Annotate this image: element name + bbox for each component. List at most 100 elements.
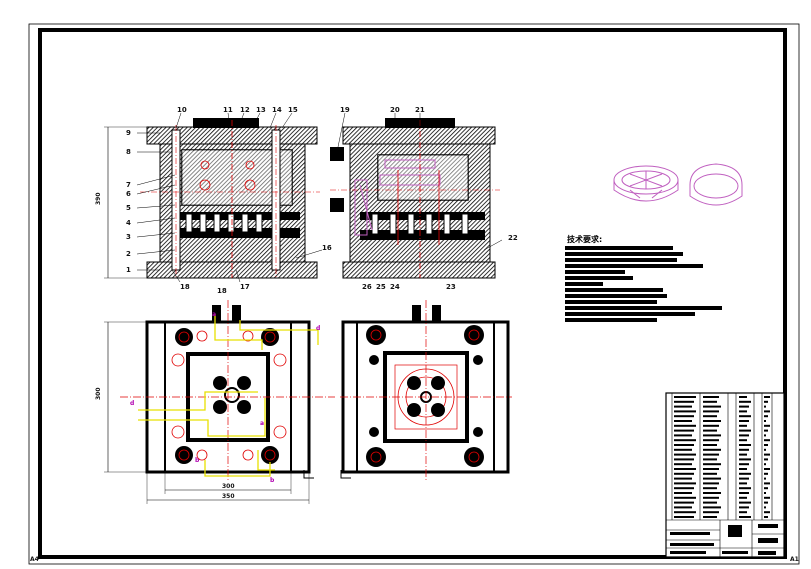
bom-cell [674, 492, 692, 494]
side-bottom-label-4: 23 [446, 283, 456, 291]
front-section-view: 390 10 11 12 13 14 15 9 8 7 6 5 4 3 [95, 106, 332, 295]
bom-cell [674, 396, 696, 398]
side-bottom-label-2: 25 [376, 283, 386, 291]
bom-cell [764, 429, 768, 432]
bom-cell [674, 463, 692, 466]
bom-cell [703, 516, 717, 518]
bom-cell [703, 420, 721, 422]
front-top-label-5: 14 [272, 106, 282, 114]
bom-cell [703, 492, 721, 494]
technical-requirements: 技术要求: [565, 234, 722, 322]
bom-cell [739, 458, 751, 461]
bom-cell [674, 439, 696, 442]
bom-cell [764, 444, 768, 446]
bom-cell [703, 448, 721, 451]
bom-cell [703, 487, 717, 490]
bom-cell [739, 506, 749, 509]
bom-cell [703, 439, 719, 442]
side-section-view: 19 20 21 22 26 25 24 23 [330, 106, 518, 291]
bom-cell [739, 482, 747, 485]
cooling-mark-3: b [195, 457, 200, 464]
bom-cell [674, 496, 696, 499]
bom-cell [703, 506, 721, 509]
cooling-mark-1: d [130, 400, 134, 407]
bom-cell [739, 396, 747, 398]
corner-label-left: A4 [30, 556, 39, 563]
bom-cell [674, 482, 696, 485]
bom-cell [739, 439, 747, 442]
bom-cell [703, 429, 717, 432]
bom-cell [674, 415, 694, 418]
bom-rows [674, 396, 770, 518]
plan-view-fixed-half [340, 300, 512, 480]
bom-cell [764, 496, 770, 499]
bom-cell [703, 396, 719, 398]
front-bottom-label-3: 17 [240, 283, 250, 291]
bom-cell [703, 410, 719, 413]
front-left-label-1: 9 [126, 129, 131, 137]
bom-cell [739, 448, 749, 451]
front-bottom-label-4: 16 [322, 244, 332, 252]
corner-label-right: A1 [790, 556, 799, 563]
bom-cell [764, 448, 766, 451]
bom-cell [764, 400, 768, 403]
front-top-label-6: 15 [288, 106, 298, 114]
bom-cell [764, 410, 770, 413]
plan-width-outer: 350 [222, 493, 235, 500]
side-bottom-label-3: 24 [390, 283, 400, 291]
bom-cell [703, 496, 719, 499]
bom-cell [703, 472, 717, 475]
bom-cell [764, 516, 768, 518]
bom-cell [739, 516, 751, 518]
bom-cell [764, 511, 770, 514]
bom-cell [764, 420, 766, 422]
bom-cell [764, 487, 768, 490]
tech-req-title: 技术要求: [567, 234, 602, 244]
bom-cell [739, 420, 749, 422]
bom-cell [674, 420, 692, 422]
bom-cell [674, 477, 692, 480]
bom-cell [739, 472, 751, 475]
front-left-label-9: 1 [126, 266, 131, 274]
bom-cell [764, 434, 766, 437]
bom-cell [703, 444, 717, 446]
front-left-label-5: 5 [126, 204, 131, 212]
bom-cell [674, 501, 694, 504]
bom-cell [674, 429, 694, 432]
bom-cell [764, 439, 770, 442]
side-top-label-1: 19 [340, 106, 350, 114]
front-height-dim: 390 [95, 192, 102, 205]
bom-cell [764, 501, 768, 504]
bom-cell [674, 424, 696, 427]
bom-cell [674, 400, 694, 403]
bom-cell [739, 405, 749, 408]
bom-cell [674, 405, 692, 408]
cooling-mark-4: b [270, 477, 275, 484]
bom-cell [674, 434, 692, 437]
bom-cell [674, 472, 694, 475]
front-left-label-7: 3 [126, 233, 131, 241]
bom-cell [703, 463, 721, 466]
bom-cell [674, 468, 696, 470]
bom-cell [674, 453, 696, 456]
bom-cell [674, 511, 696, 514]
bom-cell [674, 458, 694, 461]
bom-cell [674, 487, 694, 490]
title-block [665, 392, 785, 558]
front-top-label-2: 11 [223, 106, 233, 114]
bom-cell [703, 424, 719, 427]
bom-cell [739, 492, 749, 494]
bom-cell [739, 434, 749, 437]
plan-width-inner: 300 [222, 483, 235, 490]
bom-cell [764, 396, 770, 398]
bom-cell [764, 415, 768, 418]
plan-height-dim: 300 [95, 387, 102, 400]
bom-cell [739, 487, 751, 490]
bom-cell [764, 482, 770, 485]
front-top-label-3: 12 [240, 106, 250, 114]
bom-cell [739, 496, 747, 499]
bom-cell [739, 511, 747, 514]
bom-cell [764, 453, 770, 456]
bom-cell [764, 463, 766, 466]
